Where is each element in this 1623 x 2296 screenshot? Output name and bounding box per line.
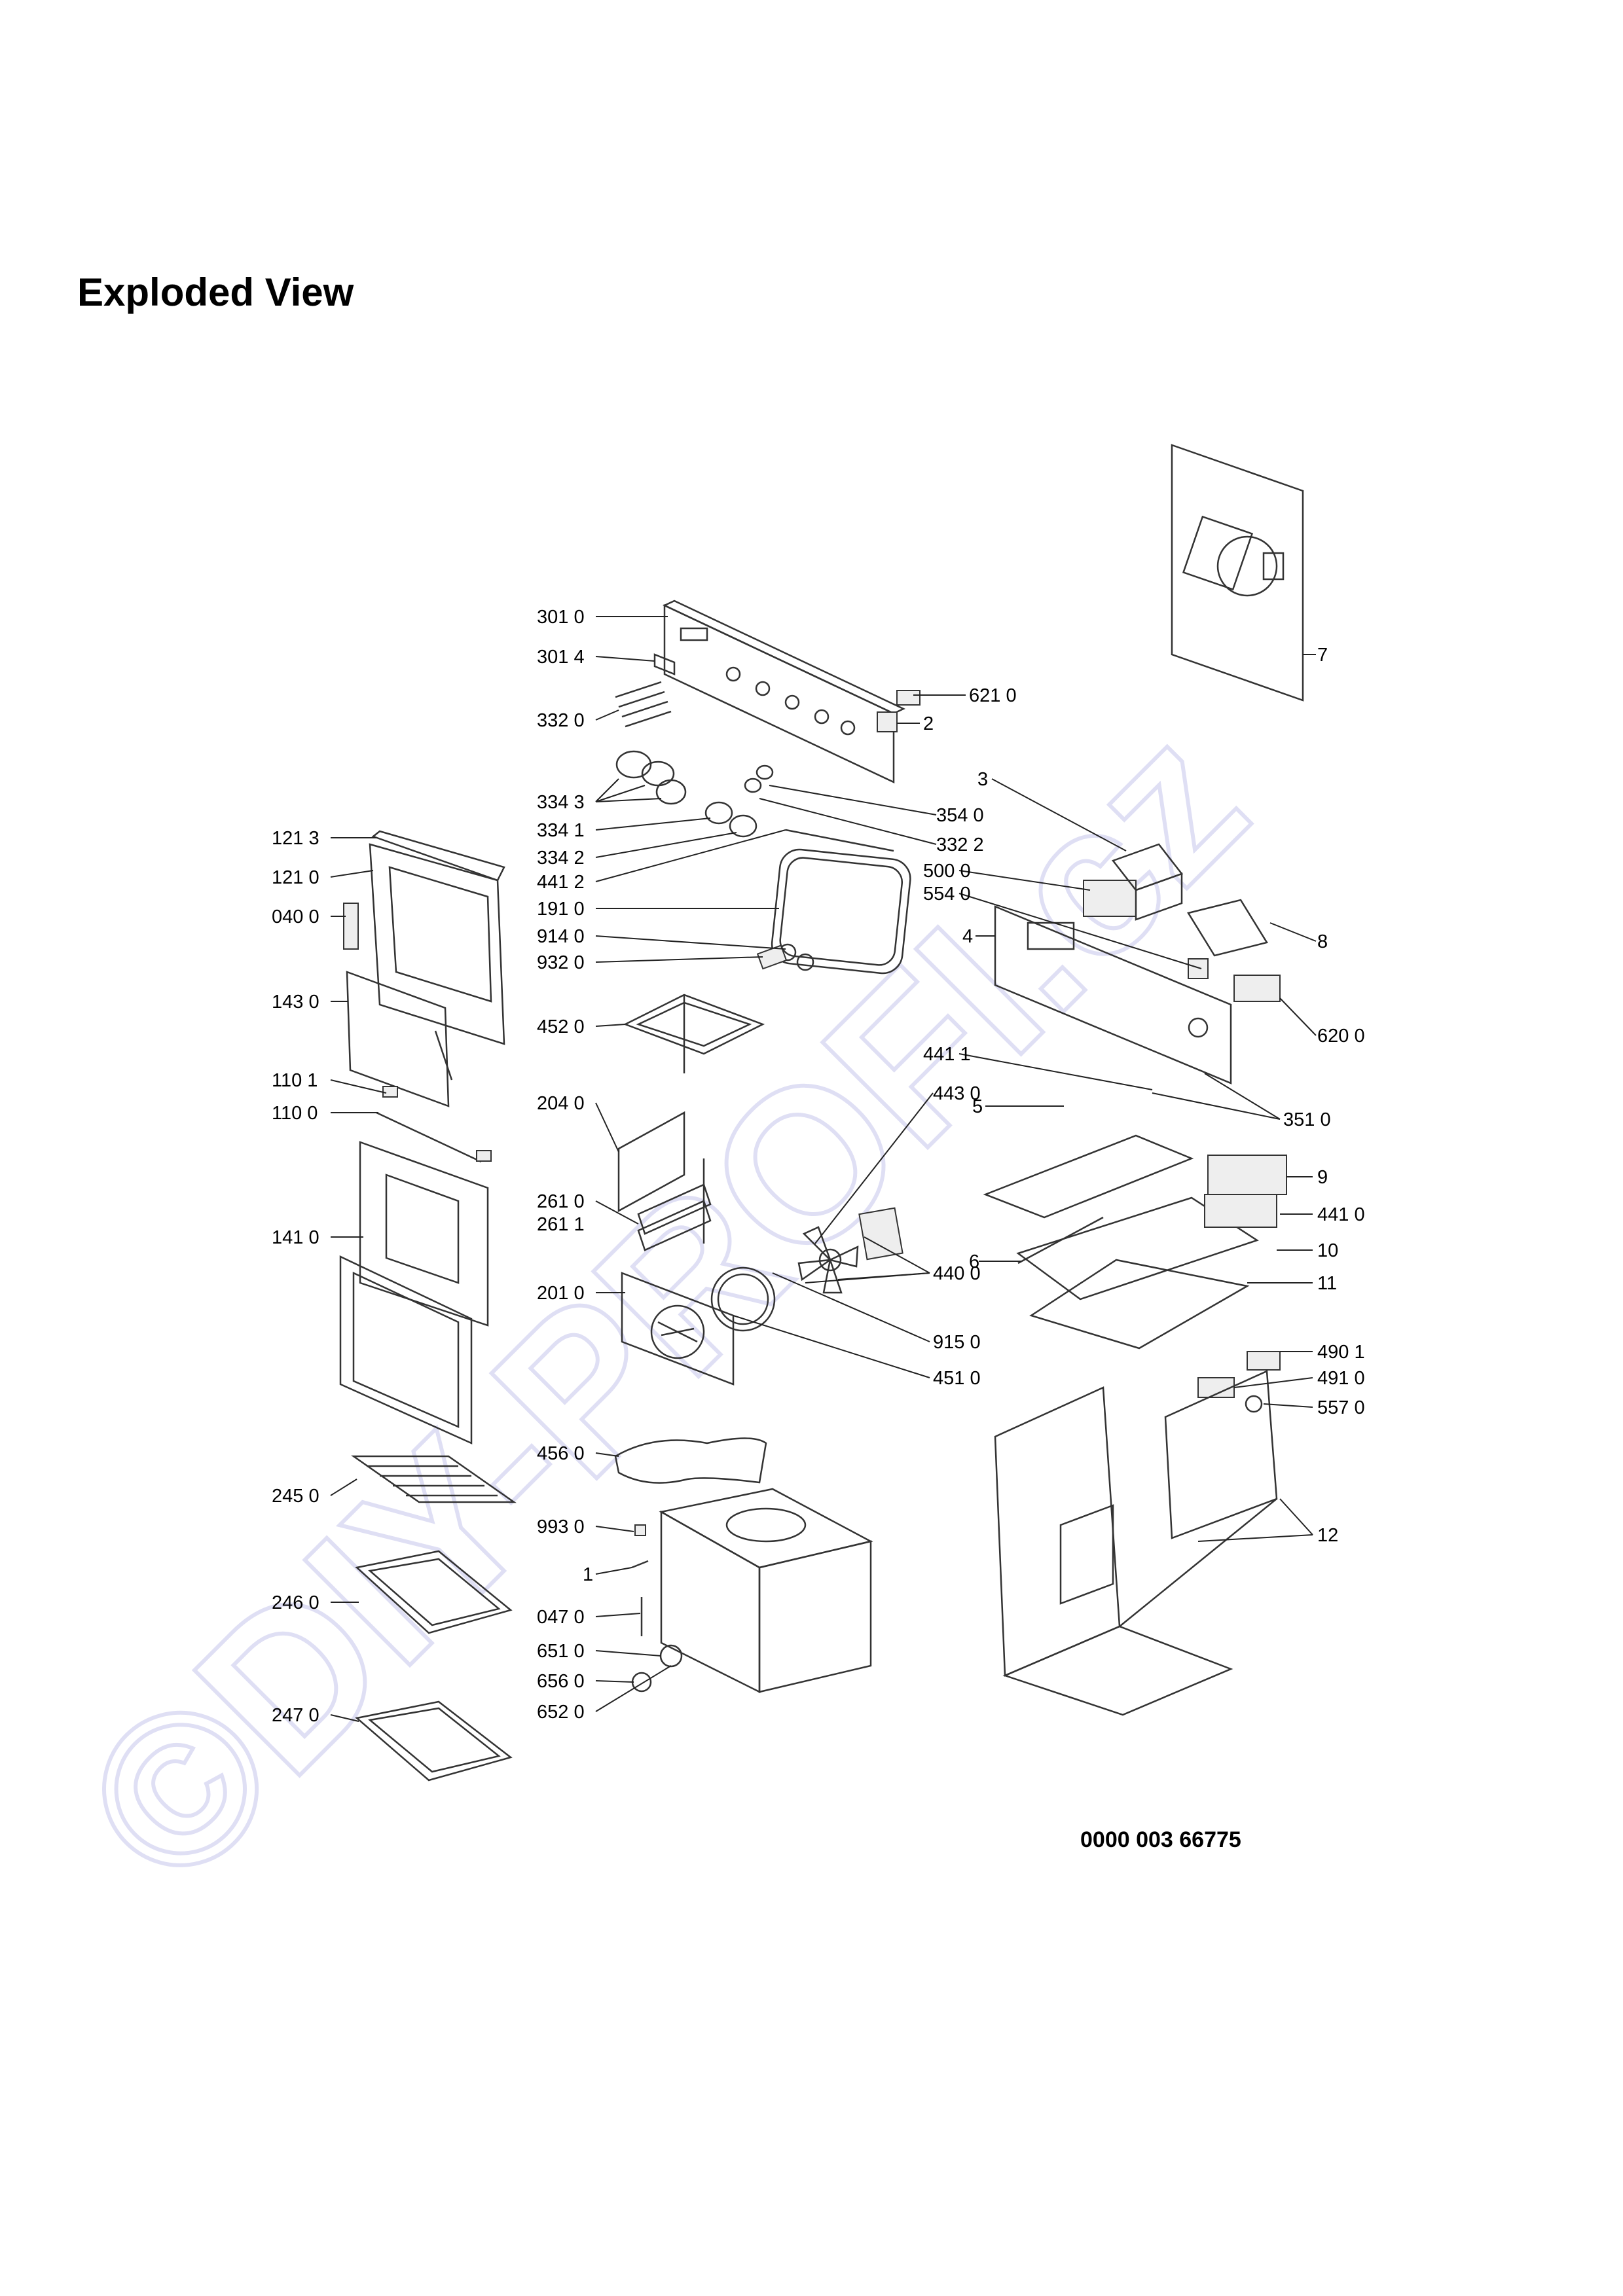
label-332-2: 332 2 — [936, 834, 984, 855]
door-seal-part — [771, 829, 911, 975]
baking-tray-part — [355, 1550, 513, 1634]
label-4: 4 — [962, 926, 973, 947]
label-261-0: 261 0 — [537, 1191, 585, 1212]
label-110-1: 110 1 — [272, 1070, 318, 1091]
label-334-1: 334 1 — [537, 820, 585, 841]
label-332-0: 332 0 — [537, 710, 585, 731]
label-452-0: 452 0 — [537, 1016, 585, 1037]
shelf-rails-part — [637, 1158, 712, 1251]
rear-cover-part — [1187, 899, 1268, 957]
label-261-1: 261 1 — [537, 1214, 585, 1235]
fan-nut-part — [756, 943, 814, 971]
label-557-0: 557 0 — [1317, 1397, 1365, 1418]
label-554-0: 554 0 — [923, 884, 971, 905]
label-245-0: 245 0 — [272, 1486, 319, 1507]
electronic-clock-part — [1083, 843, 1184, 921]
label-301-4: 301 4 — [537, 647, 585, 668]
label-351-0: 351 0 — [1283, 1109, 1331, 1130]
back-panel-part — [1171, 444, 1304, 702]
oven-cavity-part — [659, 1488, 873, 1694]
control-module-part — [994, 905, 1232, 1085]
label-247-0: 247 0 — [272, 1705, 319, 1726]
label-204-0: 204 0 — [537, 1093, 585, 1114]
label-121-0: 121 0 — [272, 867, 319, 888]
label-651-0: 651 0 — [537, 1641, 585, 1662]
label-5: 5 — [972, 1096, 983, 1117]
label-440-0: 440 0 — [933, 1263, 981, 1284]
label-456-0: 456 0 — [537, 1443, 585, 1464]
label-656-0: 656 0 — [537, 1671, 585, 1692]
label-3: 3 — [977, 769, 988, 790]
label-8: 8 — [1317, 931, 1328, 952]
label-110-0: 110 0 — [272, 1103, 318, 1124]
bottom-plate-part — [1029, 1259, 1250, 1350]
label-1: 1 — [583, 1564, 593, 1585]
label-301-0: 301 0 — [537, 607, 585, 628]
fan-cover-part — [621, 1272, 735, 1386]
label-047-0: 047 0 — [537, 1607, 585, 1628]
label-490-1: 490 1 — [1317, 1342, 1365, 1363]
label-9: 9 — [1317, 1167, 1328, 1188]
circular-element-part — [710, 1266, 776, 1332]
knob-spindles-part — [615, 681, 672, 728]
label-500-0: 500 0 — [923, 861, 971, 882]
fan-blade-part — [797, 1226, 859, 1294]
part-labels: 301 0 301 4 332 0 621 0 2 334 3 334 1 33… — [272, 607, 1365, 1726]
wire-shelf-part — [351, 1455, 517, 1503]
label-11: 11 — [1317, 1273, 1337, 1294]
label-12: 12 — [1317, 1525, 1338, 1546]
label-620-0: 620 0 — [1317, 1026, 1365, 1047]
label-652-0: 652 0 — [537, 1702, 585, 1723]
label-932-0: 932 0 — [537, 952, 585, 973]
fan-motor-part — [858, 1207, 903, 1261]
label-121-3: 121 3 — [272, 828, 319, 849]
label-441-1: 441 1 — [923, 1044, 971, 1065]
top-heating-element-part — [623, 994, 765, 1073]
programmer-label-part — [653, 653, 676, 675]
deep-tray-part — [355, 1700, 513, 1782]
label-621-0: 621 0 — [969, 685, 1017, 706]
document-number: 0000 003 66775 — [1080, 1827, 1241, 1852]
page-title: Exploded View — [77, 270, 354, 314]
lower-heating-element-part — [614, 1437, 767, 1484]
rear-panel-part — [617, 1111, 685, 1213]
label-915-0: 915 0 — [933, 1332, 981, 1353]
leader-lines — [330, 616, 1317, 1722]
label-334-2: 334 2 — [537, 848, 585, 869]
label-201-0: 201 0 — [537, 1283, 585, 1304]
control-panel-part — [663, 600, 905, 783]
label-6: 6 — [969, 1251, 979, 1272]
label-914-0: 914 0 — [537, 926, 585, 947]
label-2: 2 — [923, 713, 934, 734]
outer-casing-part — [994, 1370, 1278, 1716]
door-hinge-part — [343, 903, 359, 950]
outer-door-frame-part — [369, 830, 505, 1045]
label-334-3: 334 3 — [537, 792, 585, 813]
label-143-0: 143 0 — [272, 992, 319, 1013]
label-441-2: 441 2 — [537, 872, 585, 893]
label-191-0: 191 0 — [537, 899, 585, 920]
label-491-0: 491 0 — [1317, 1368, 1365, 1389]
label-443-0: 443 0 — [933, 1083, 981, 1104]
label-040-0: 040 0 — [272, 906, 319, 927]
top-cover-part — [983, 1134, 1259, 1300]
lamp-holder-part — [877, 690, 921, 732]
label-7: 7 — [1317, 645, 1328, 666]
label-354-0: 354 0 — [936, 805, 984, 826]
label-10: 10 — [1317, 1240, 1338, 1261]
label-441-0: 441 0 — [1317, 1204, 1365, 1225]
cooling-fan-part — [1017, 1155, 1287, 1265]
label-451-0: 451 0 — [933, 1368, 981, 1389]
door-glass-part — [339, 1141, 489, 1444]
label-141-0: 141 0 — [272, 1227, 319, 1248]
label-246-0: 246 0 — [272, 1592, 319, 1613]
label-993-0: 993 0 — [537, 1516, 585, 1537]
door-handle-part — [376, 1086, 492, 1163]
knobs-part — [615, 750, 774, 838]
switch-part — [1188, 958, 1281, 1002]
inner-glass-part — [346, 971, 453, 1107]
small-parts-part — [631, 1524, 683, 1693]
